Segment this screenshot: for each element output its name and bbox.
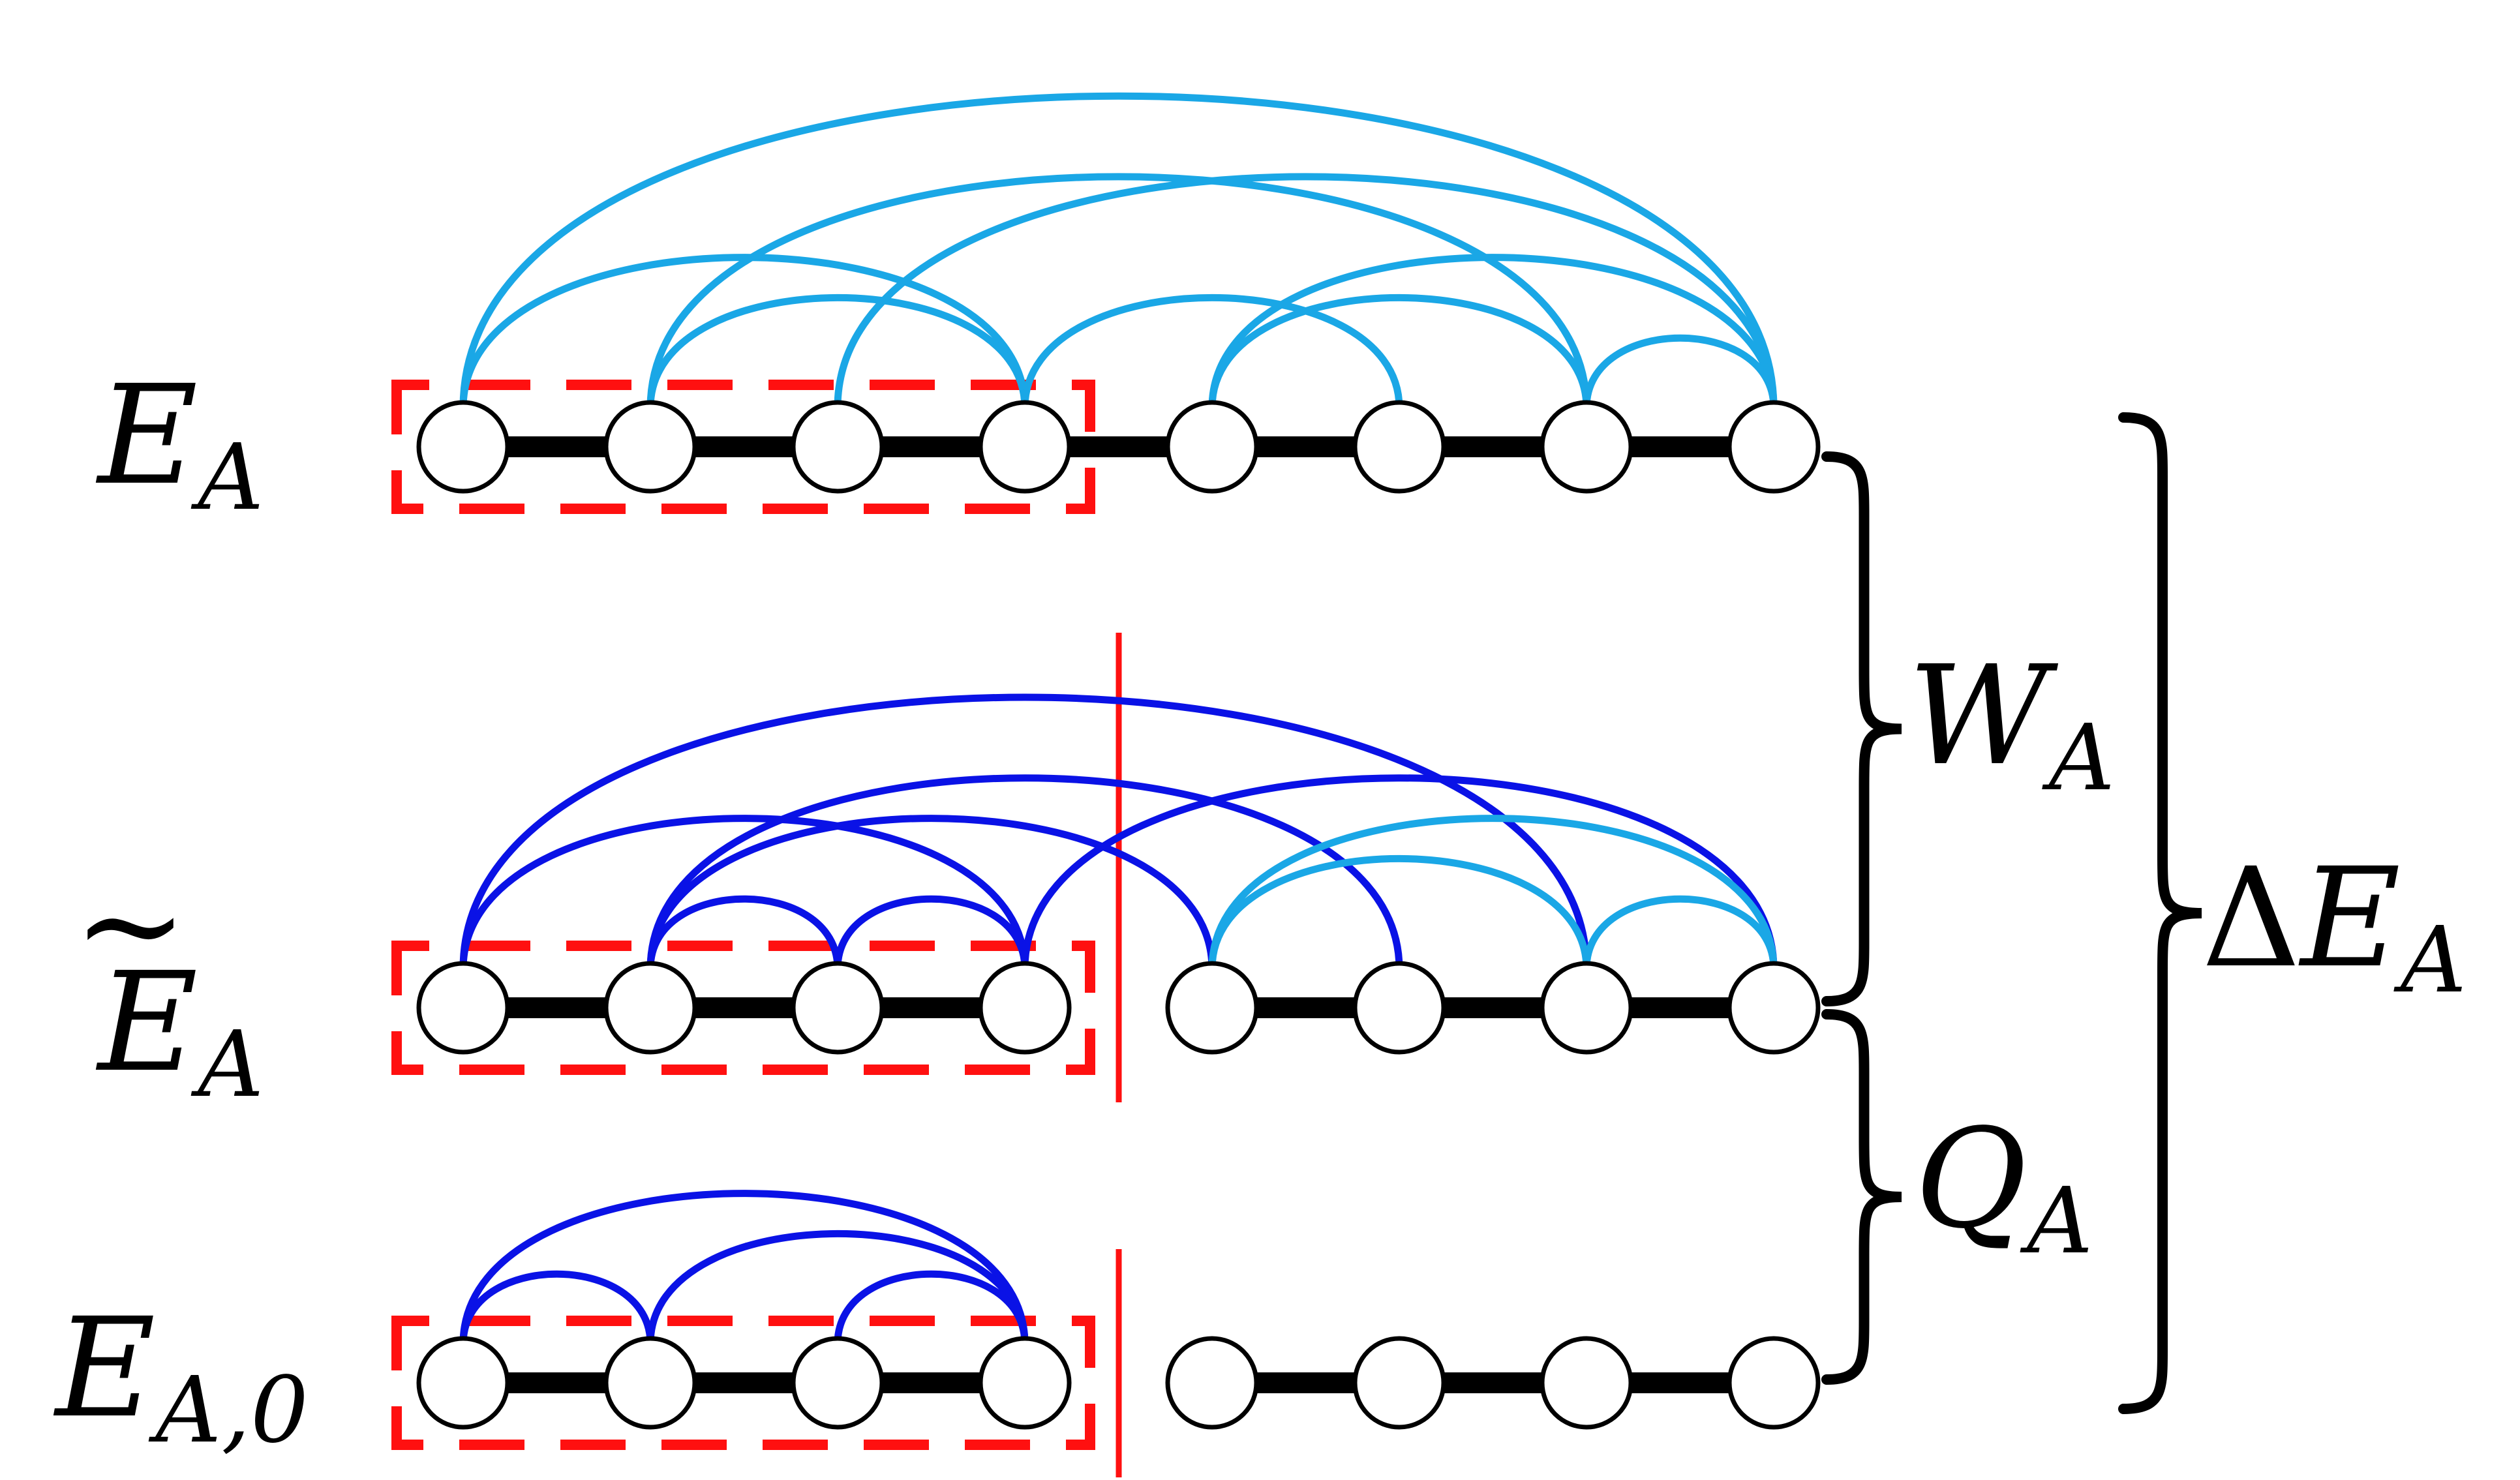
- curly-brace: [1821, 451, 1902, 1006]
- nodes: [416, 400, 1821, 1430]
- node: [1352, 961, 1446, 1055]
- arc: [646, 1230, 1029, 1348]
- node: [978, 961, 1072, 1055]
- arc: [1208, 854, 1590, 973]
- node: [1727, 961, 1821, 1055]
- node: [1540, 961, 1633, 1055]
- node: [1540, 400, 1633, 494]
- row2-tilde: ~: [73, 845, 188, 1004]
- arc: [834, 173, 1778, 412]
- node: [791, 961, 885, 1055]
- node: [1352, 1336, 1446, 1430]
- braces: [1821, 412, 2202, 1414]
- node: [603, 1336, 697, 1430]
- node: [1352, 400, 1446, 494]
- node: [791, 1336, 885, 1430]
- arc: [1208, 294, 1590, 412]
- node: [1727, 1336, 1821, 1430]
- arc: [834, 1270, 1029, 1348]
- arc: [646, 815, 1216, 973]
- arc: [646, 895, 842, 973]
- node: [978, 1336, 1072, 1430]
- node: [1540, 1336, 1633, 1430]
- node: [1165, 400, 1259, 494]
- arc: [459, 815, 1029, 973]
- arc: [1021, 294, 1403, 412]
- row1-label: EA: [95, 355, 264, 531]
- arc: [646, 774, 1403, 973]
- arc: [1208, 815, 1778, 973]
- arc: [459, 92, 1778, 412]
- arc: [646, 173, 1590, 412]
- arc: [459, 1190, 1029, 1348]
- row2-label: EA: [95, 943, 264, 1118]
- arc: [459, 1270, 654, 1348]
- node: [1165, 961, 1259, 1055]
- arc: [459, 693, 1590, 973]
- curly-brace: [2118, 412, 2202, 1414]
- node: [416, 1336, 510, 1430]
- node: [791, 400, 885, 494]
- arc: [1021, 774, 1778, 973]
- node: [1165, 1336, 1259, 1430]
- node: [603, 961, 697, 1055]
- w-label: WA: [1908, 636, 2115, 811]
- arc: [834, 895, 1029, 973]
- row3-label: EA,0: [53, 1288, 309, 1464]
- arcs: [459, 92, 1778, 1348]
- node: [1727, 400, 1821, 494]
- arc: [1583, 334, 1778, 412]
- node: [416, 961, 510, 1055]
- node: [978, 400, 1072, 494]
- arc: [459, 254, 1029, 412]
- arc: [1208, 254, 1778, 412]
- arc: [1583, 895, 1778, 973]
- node: [416, 400, 510, 494]
- curly-brace: [1821, 1009, 1902, 1385]
- delta-label: ΔEA: [2202, 838, 2467, 1014]
- q-label: QA: [1915, 1099, 2093, 1275]
- node: [603, 400, 697, 494]
- arc: [646, 294, 1029, 412]
